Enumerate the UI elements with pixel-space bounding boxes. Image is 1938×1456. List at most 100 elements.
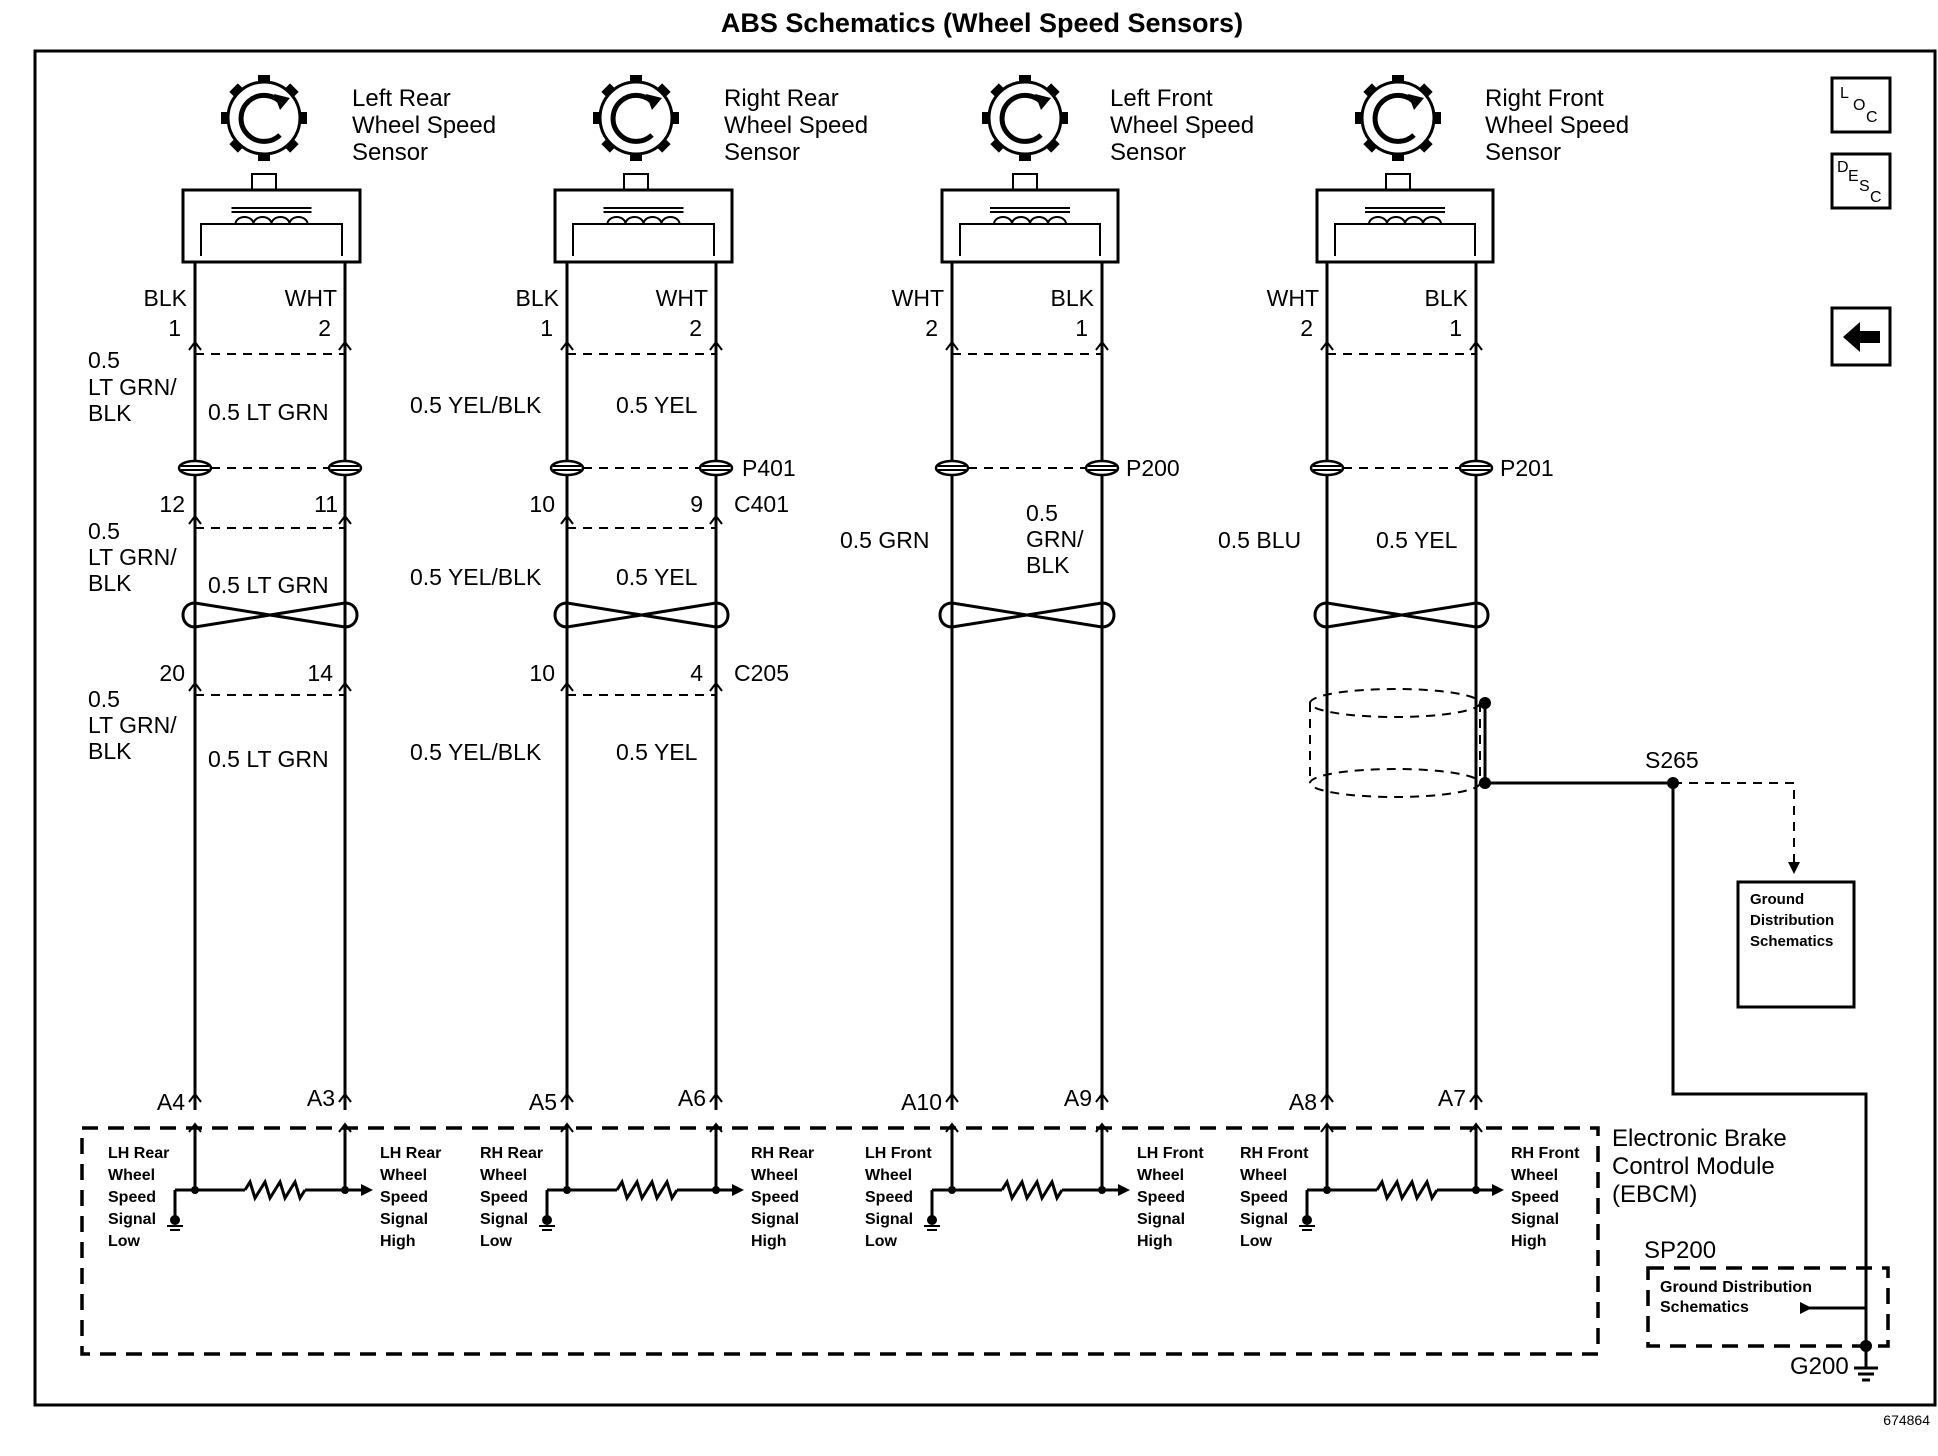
wire-label-lr-low-1c: BLK	[88, 400, 132, 426]
wire-label-lr-low-1b: LT GRN/	[88, 374, 177, 400]
ebcm-signal-high-line: RH Front	[1511, 1145, 1580, 1162]
wire-label-rr-high-1: 0.5 YEL	[616, 392, 698, 418]
wire-color-left: BLK	[516, 285, 560, 311]
inline-connector-icon	[1309, 459, 1345, 477]
pin-terminal-icon	[560, 340, 574, 351]
wire-label-rr-high-2: 0.5 YEL	[616, 564, 698, 590]
sensor-name-line: Right Front	[1485, 85, 1604, 112]
pin-terminal-icon	[560, 514, 574, 525]
wire-label-lr-low-2c: BLK	[88, 570, 132, 596]
sensor-connector-box	[1315, 188, 1495, 264]
wire-label-lr-high-1: 0.5 LT GRN	[208, 399, 329, 425]
wire-label-lf-low: 0.5 GRN	[840, 527, 929, 553]
coil-icon	[1368, 216, 1442, 225]
figure-number: 674864	[1883, 1412, 1930, 1428]
resistor-icon	[615, 1178, 679, 1202]
ebcm-boundary	[80, 1126, 1600, 1356]
wire-label-lf-high-b: GRN/	[1026, 526, 1084, 552]
c401-pin-10: 10	[529, 491, 555, 517]
ground-distribution-box[interactable]	[1736, 880, 1856, 1009]
shield-top-ellipse	[1309, 688, 1481, 718]
resistor-icon	[1375, 1178, 1439, 1202]
pin-terminal-icon	[188, 681, 202, 692]
ebcm-signal-low-line: Wheel	[108, 1167, 155, 1184]
sp200-text-line-1: Ground Distribution	[1660, 1279, 1812, 1296]
ebcm-signal-low-line: Wheel	[480, 1167, 527, 1184]
c401-pin-9: 9	[690, 491, 703, 517]
ebcm-signal-low-line: Signal	[480, 1211, 528, 1228]
sensor-name-line: Sensor	[352, 139, 428, 166]
pin-terminal-icon	[1469, 340, 1483, 351]
pin-number-right: 2	[318, 315, 331, 341]
sp200-arrow	[1800, 1302, 1812, 1314]
sensor-name-line: Wheel Speed	[724, 112, 868, 139]
wheel-speed-sensor-icon	[593, 75, 679, 191]
left-arrow-icon[interactable]	[1830, 306, 1892, 367]
sensor-connector-box	[181, 188, 362, 264]
ebcm-signal-high-line: Wheel	[380, 1167, 427, 1184]
ebcm-signal-high-line: Speed	[1137, 1189, 1185, 1206]
sp200-label: SP200	[1644, 1237, 1716, 1264]
wheel-speed-sensor-icon	[221, 75, 307, 191]
ground-icon	[167, 1215, 183, 1231]
sp200-text-line-2: Schematics	[1660, 1299, 1749, 1316]
ebcm-signal-high-line: High	[380, 1233, 416, 1250]
inline-connector-icon	[1084, 459, 1120, 477]
ebcm-terminal-icon	[1320, 1092, 1334, 1103]
ground-dashed-link	[1673, 782, 1795, 865]
ebcm-signal-low-line: Speed	[480, 1189, 528, 1206]
connector-labels: P401 C401 P200 P201 C205 12 11 10 9 20 1…	[159, 455, 1553, 686]
ebcm-pin-label: A10	[901, 1089, 942, 1115]
ground-box-line-1: Ground	[1750, 891, 1804, 908]
ebcm-module: Electronic Brake Control Module (EBCM)	[80, 1125, 1787, 1356]
inline-connector-icon	[327, 459, 363, 477]
signal-arrow-icon	[1118, 1184, 1130, 1196]
pin-number-left: 1	[540, 315, 553, 341]
ebcm-signal-high-line: Speed	[380, 1189, 428, 1206]
ebcm-pin-label: A9	[1064, 1085, 1092, 1111]
pin-terminal-icon	[1095, 340, 1109, 351]
shield-drain-dot-top	[1479, 697, 1491, 709]
pin-terminal-icon	[188, 340, 202, 351]
ebcm-name-line-1: Electronic Brake	[1612, 1125, 1787, 1152]
svg-text:C: C	[1866, 109, 1878, 126]
coil-icon	[993, 216, 1067, 225]
connector-p401-label: P401	[742, 455, 796, 481]
ebcm-signal-high-line: High	[1511, 1233, 1547, 1250]
sensor-name-line: Sensor	[724, 139, 800, 166]
ebcm-pin-label: A4	[157, 1089, 185, 1115]
resistor-icon	[1000, 1178, 1064, 1202]
ebcm-signal-high-line: RH Rear	[751, 1145, 814, 1162]
nav-icons: L O C D E S C	[1830, 76, 1892, 367]
sp200-dot	[1860, 1340, 1872, 1352]
wire-color-left: WHT	[892, 285, 944, 311]
ebcm-signal-high-line: High	[751, 1233, 787, 1250]
sensor-name-line: Wheel Speed	[352, 112, 496, 139]
inline-connector-icon	[934, 459, 970, 477]
ebcm-signal-low-line: RH Front	[1240, 1145, 1309, 1162]
ground-icon	[924, 1215, 940, 1231]
shield-and-ground: S265 Ground Distribution Schematics	[1309, 688, 1868, 1258]
ebcm-signal-low-line: Wheel	[865, 1167, 912, 1184]
pin-terminal-icon	[1320, 340, 1334, 351]
ground-box-line-3: Schematics	[1750, 933, 1833, 950]
svg-text:S: S	[1859, 178, 1870, 195]
wire-label-lr-low-1a: 0.5	[88, 347, 120, 373]
inline-connector-icon	[1458, 459, 1494, 477]
sensor-name-line: Wheel Speed	[1485, 112, 1629, 139]
coil-icon	[234, 216, 309, 225]
wire-color-right: BLK	[1425, 285, 1469, 311]
wire-label-rf-high: 0.5 YEL	[1376, 527, 1458, 553]
c401-pin-11: 11	[314, 491, 338, 517]
loc-icon[interactable]: L O C	[1830, 76, 1892, 134]
ebcm-signal-high-line: Wheel	[751, 1167, 798, 1184]
c401-pin-12: 12	[159, 491, 185, 517]
ebcm-signal-high-line: Signal	[1511, 1211, 1559, 1228]
desc-icon[interactable]: D E S C	[1830, 152, 1892, 210]
inline-connector-icon	[549, 459, 585, 477]
ebcm-name-line-3: (EBCM)	[1612, 1181, 1697, 1208]
